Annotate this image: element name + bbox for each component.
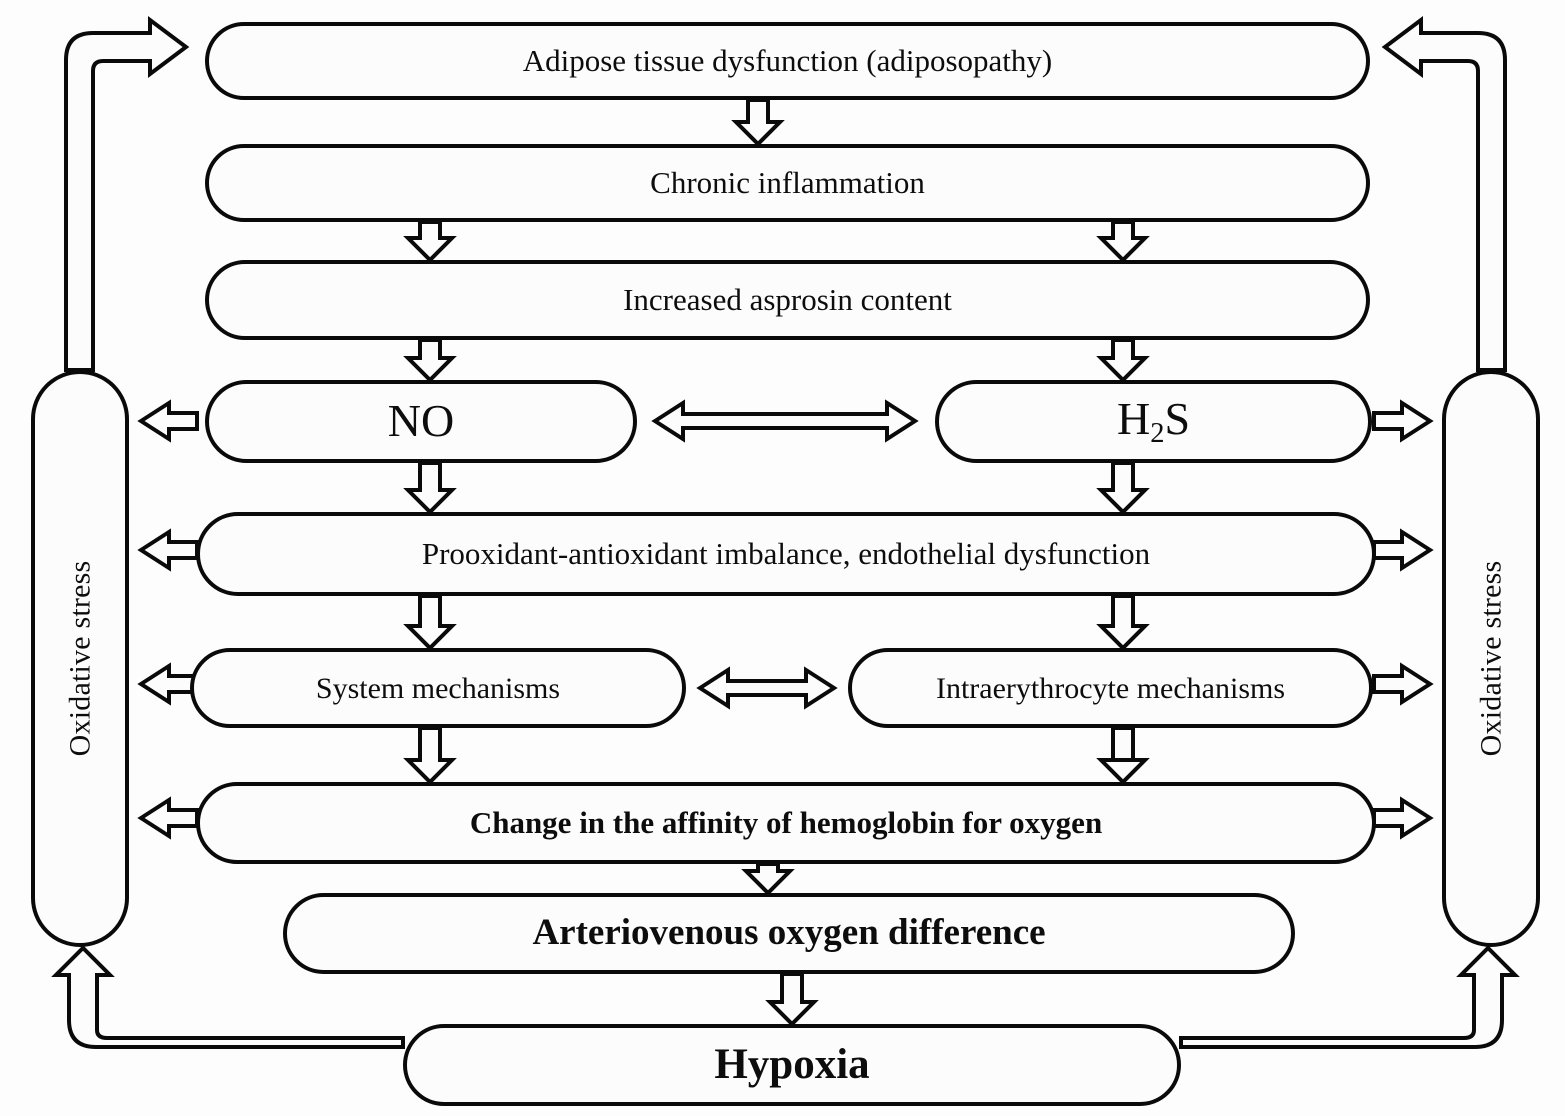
arrow-no-h2s-bidirectional [651, 399, 919, 443]
arrow-oxleft-to-affinity [137, 796, 199, 840]
elbow-oxright-to-adipose [1381, 16, 1507, 372]
node-label: Hypoxia [714, 1041, 870, 1089]
arrow-intraerythrocyte-to-affinity [1096, 726, 1150, 785]
node-system-mechanisms[interactable]: System mechanisms [190, 648, 686, 728]
h2s-subscript: 2 [1150, 417, 1165, 449]
arrow-prooxidant-to-system [403, 594, 457, 651]
arrow-no-to-prooxidant [403, 461, 457, 515]
arrow-system-intraerythrocyte-bidirectional [696, 666, 838, 710]
node-label: Arteriovenous oxygen difference [532, 912, 1046, 954]
node-label: Chronic inflammation [650, 164, 925, 200]
arrow-oxleft-to-no [137, 399, 199, 443]
node-hydrogen-sulfide[interactable]: H2S [935, 380, 1372, 463]
node-intraerythrocyte-mechanisms[interactable]: Intraerythrocyte mechanisms [848, 648, 1373, 728]
arrow-adipose-to-chronic [731, 98, 785, 147]
arrow-oxright-to-intraerythrocyte [1372, 662, 1434, 706]
node-adipose-tissue-dysfunction[interactable]: Adipose tissue dysfunction (adiposopathy… [205, 22, 1370, 100]
node-oxidative-stress-left[interactable]: Oxidative stress [31, 370, 129, 947]
node-chronic-inflammation[interactable]: Chronic inflammation [205, 144, 1370, 222]
node-oxidative-stress-right[interactable]: Oxidative stress [1442, 370, 1540, 947]
arrow-oxleft-to-prooxidant [137, 528, 199, 572]
h2s-element: H [1116, 392, 1151, 444]
arrow-avdifference-to-hypoxia [765, 972, 819, 1027]
node-nitric-oxide[interactable]: NO [205, 380, 637, 463]
elbow-oxleft-to-adipose [64, 16, 190, 372]
arrow-oxleft-to-system [137, 662, 199, 706]
node-label: H2S [1103, 392, 1204, 449]
node-label: NO [387, 395, 455, 447]
arrow-chronic-to-asprosin-right [1096, 220, 1150, 263]
node-label: Change in the affinity of hemoglobin for… [469, 804, 1103, 840]
node-label: Oxidative stress [63, 560, 97, 757]
arrow-asprosin-to-no [403, 338, 457, 383]
node-label: System mechanisms [315, 671, 561, 705]
arrow-oxright-to-h2s [1372, 399, 1434, 443]
h2s-element-2: S [1164, 392, 1191, 444]
arrow-asprosin-to-h2s [1096, 338, 1150, 383]
node-label: Intraerythrocyte mechanisms [935, 671, 1286, 705]
node-increased-asprosin-content[interactable]: Increased asprosin content [205, 260, 1370, 340]
node-arteriovenous-oxygen-difference[interactable]: Arteriovenous oxygen difference [283, 893, 1295, 974]
node-label: Oxidative stress [1474, 560, 1508, 757]
arrow-chronic-to-asprosin-left [403, 220, 457, 263]
arrow-oxright-to-affinity [1372, 796, 1434, 840]
node-label: Increased asprosin content [623, 281, 952, 317]
node-hypoxia[interactable]: Hypoxia [403, 1024, 1181, 1106]
arrow-h2s-to-prooxidant [1096, 461, 1150, 515]
node-label: Adipose tissue dysfunction (adiposopathy… [522, 42, 1053, 78]
node-hemoglobin-oxygen-affinity[interactable]: Change in the affinity of hemoglobin for… [196, 782, 1376, 864]
arrow-oxright-to-prooxidant [1372, 528, 1434, 572]
arrow-prooxidant-to-intraerythrocyte [1096, 594, 1150, 651]
arrow-affinity-to-avdifference [741, 862, 795, 896]
node-prooxidant-antioxidant-imbalance[interactable]: Prooxidant-antioxidant imbalance, endoth… [196, 512, 1376, 596]
node-label: Prooxidant-antioxidant imbalance, endoth… [421, 535, 1151, 571]
arrow-system-to-affinity [403, 726, 457, 785]
